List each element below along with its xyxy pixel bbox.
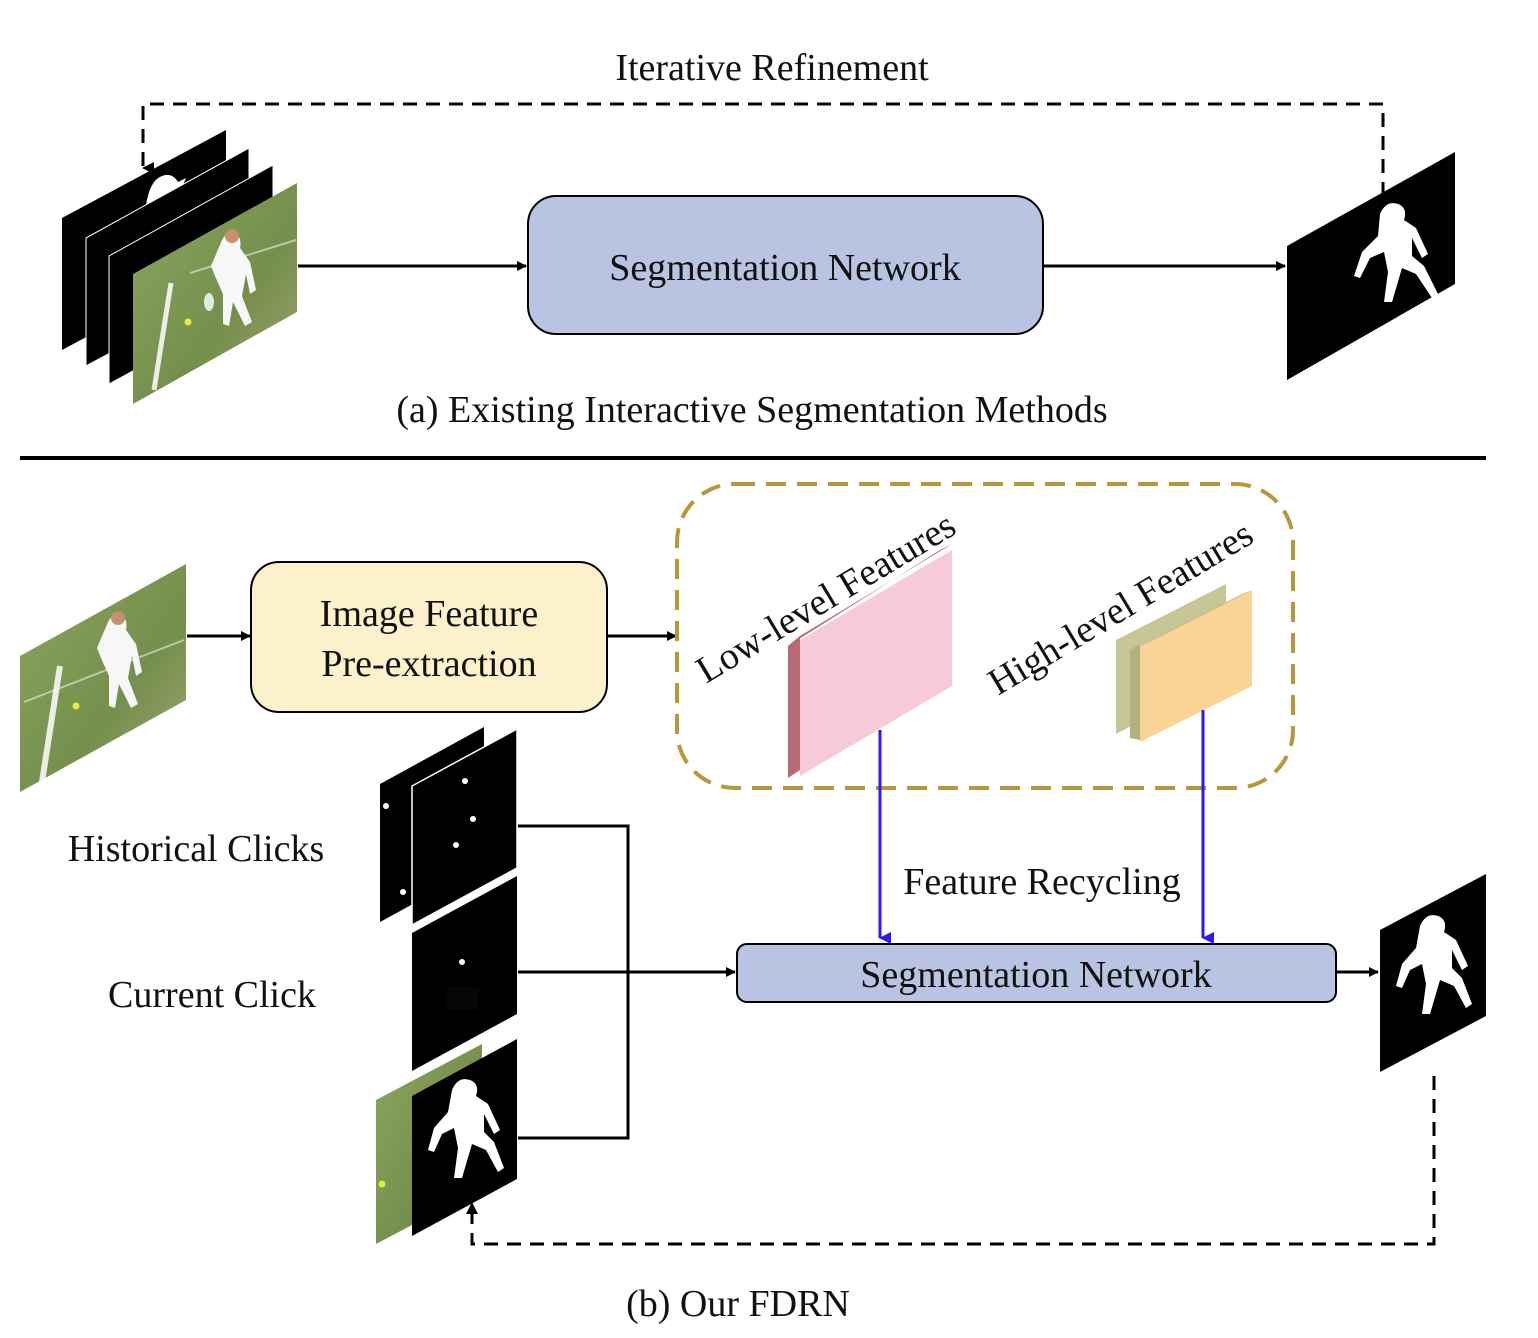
feedback-loop-arrowhead: [466, 1202, 478, 1214]
extractor-label-line2: Pre-extraction: [321, 643, 536, 685]
current-click-map: [412, 876, 517, 1071]
feature-pre-extraction-box: [250, 561, 608, 713]
previous-mask-and-image: [376, 1039, 517, 1244]
current-click-label: Current Click: [108, 974, 316, 1016]
previous-mask-shape: [146, 174, 186, 205]
iterative-refinement-loop: [141, 102, 1385, 196]
output-mask-a: [1287, 152, 1455, 380]
high-level-features-block: [1116, 584, 1252, 742]
caption-a: (a) Existing Interactive Segmentation Me…: [396, 389, 1107, 431]
extractor-label-line1: Image Feature: [320, 593, 538, 635]
low-level-features-block: [788, 544, 952, 778]
caption-b: (b) Our FDRN: [626, 1283, 850, 1325]
feature-cache-box: [675, 482, 1295, 790]
tennis-photo-a: [133, 183, 297, 404]
feature-recycling-label: Feature Recycling: [903, 861, 1181, 903]
click-merge-bracket: [518, 824, 630, 1140]
tennis-photo-b: [20, 564, 186, 792]
historical-clicks-label: Historical Clicks: [68, 828, 324, 870]
historical-click-maps: [380, 727, 518, 927]
input-stack-a: [62, 130, 297, 404]
segmentation-network-b-label: Segmentation Network: [860, 954, 1211, 996]
segmentation-network-a-label: Segmentation Network: [609, 247, 960, 289]
output-mask-b: [1380, 874, 1486, 1072]
iterative-refinement-title: Iterative Refinement: [615, 47, 929, 89]
feedback-loop-b: [470, 1076, 1436, 1246]
